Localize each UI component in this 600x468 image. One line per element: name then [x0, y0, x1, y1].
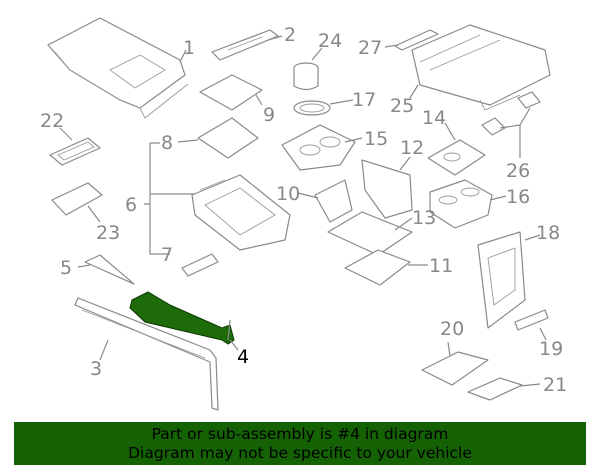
banner-line-2: Diagram may not be specific to your vehi… — [128, 444, 472, 462]
callout-2[interactable]: 2 — [284, 24, 296, 46]
part-12[interactable] — [361, 159, 413, 219]
callout-labels: 1 2 24 27 9 17 25 22 8 15 14 12 26 6 10 … — [40, 24, 567, 396]
part-15[interactable] — [281, 124, 356, 171]
part-16[interactable] — [429, 179, 493, 229]
part-25[interactable] — [411, 24, 551, 111]
part-3[interactable] — [74, 297, 219, 411]
callout-17[interactable]: 17 — [352, 89, 376, 111]
callout-27[interactable]: 27 — [358, 37, 382, 59]
part-26[interactable] — [481, 91, 541, 136]
callout-13[interactable]: 13 — [412, 207, 436, 229]
callout-1[interactable]: 1 — [183, 37, 195, 59]
callout-6[interactable]: 6 — [125, 194, 137, 216]
callout-14[interactable]: 14 — [422, 107, 446, 129]
part-4-highlighted[interactable] — [129, 291, 235, 345]
part-7[interactable] — [181, 253, 219, 277]
part-1[interactable] — [47, 17, 189, 119]
part-21[interactable] — [467, 377, 523, 401]
part-11[interactable] — [344, 249, 411, 286]
part-19[interactable] — [514, 309, 549, 331]
part-24[interactable] — [293, 62, 319, 91]
part-8[interactable] — [197, 117, 259, 159]
callout-12[interactable]: 12 — [400, 137, 424, 159]
info-banner: Part or sub-assembly is #4 in diagram Di… — [14, 422, 586, 465]
banner-line-1: Part or sub-assembly is #4 in diagram — [151, 425, 449, 443]
part-5[interactable] — [84, 254, 135, 285]
part-27[interactable] — [394, 29, 439, 51]
part-18[interactable] — [477, 231, 526, 329]
callout-20[interactable]: 20 — [440, 318, 464, 340]
callout-18[interactable]: 18 — [536, 222, 560, 244]
callout-19[interactable]: 19 — [539, 338, 563, 360]
callout-8[interactable]: 8 — [161, 132, 173, 154]
callout-3[interactable]: 3 — [90, 358, 102, 380]
part-17[interactable] — [293, 100, 331, 116]
part-23[interactable] — [51, 182, 103, 216]
part-14[interactable] — [427, 139, 486, 176]
callout-5[interactable]: 5 — [60, 257, 72, 279]
callout-23[interactable]: 23 — [96, 222, 120, 244]
part-10[interactable] — [314, 179, 353, 223]
part-2[interactable] — [211, 29, 279, 61]
part-9[interactable] — [199, 74, 263, 111]
part-20[interactable] — [421, 351, 489, 386]
callout-7[interactable]: 7 — [161, 244, 173, 266]
part-6[interactable] — [191, 174, 291, 251]
callout-16[interactable]: 16 — [506, 186, 530, 208]
callout-4[interactable]: 4 — [237, 346, 249, 368]
callout-25[interactable]: 25 — [390, 95, 414, 117]
leader-lines — [59, 35, 547, 387]
callout-21[interactable]: 21 — [543, 374, 567, 396]
callout-26[interactable]: 26 — [506, 160, 530, 182]
part-13[interactable] — [327, 211, 413, 256]
part-22[interactable] — [49, 137, 101, 166]
callout-24[interactable]: 24 — [318, 30, 342, 52]
callout-9[interactable]: 9 — [263, 104, 275, 126]
callout-10[interactable]: 10 — [276, 183, 300, 205]
callout-15[interactable]: 15 — [364, 128, 388, 150]
callout-22[interactable]: 22 — [40, 110, 64, 132]
callout-11[interactable]: 11 — [429, 255, 453, 277]
